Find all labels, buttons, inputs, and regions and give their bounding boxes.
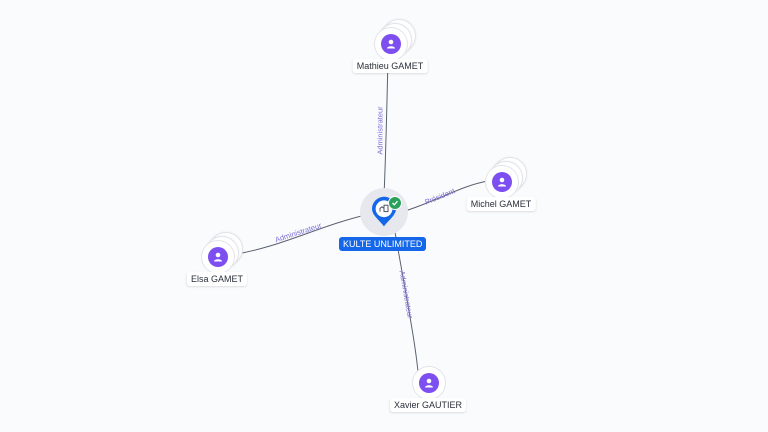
avatar: [412, 366, 446, 400]
company-label[interactable]: KULTE UNLIMITED: [339, 237, 427, 251]
avatar: [485, 165, 519, 199]
person-icon: [387, 39, 395, 49]
person-label: Xavier GAUTIER: [389, 398, 467, 412]
person-icon: [425, 378, 433, 388]
person-label: Michel GAMET: [466, 197, 536, 211]
check-icon: [392, 200, 398, 206]
person-icon: [214, 252, 222, 262]
edge-michel: [401, 180, 489, 213]
avatar: [201, 240, 235, 274]
building-icon: [379, 204, 389, 213]
person-label: Mathieu GAMET: [352, 59, 428, 73]
verified-badge: [388, 196, 402, 210]
edge-label-mathieu: Administrateur: [375, 106, 385, 155]
person-icon: [498, 177, 506, 187]
person-label: Elsa GAMET: [186, 272, 248, 286]
avatar: [374, 27, 408, 61]
edge-elsa: [229, 213, 371, 256]
